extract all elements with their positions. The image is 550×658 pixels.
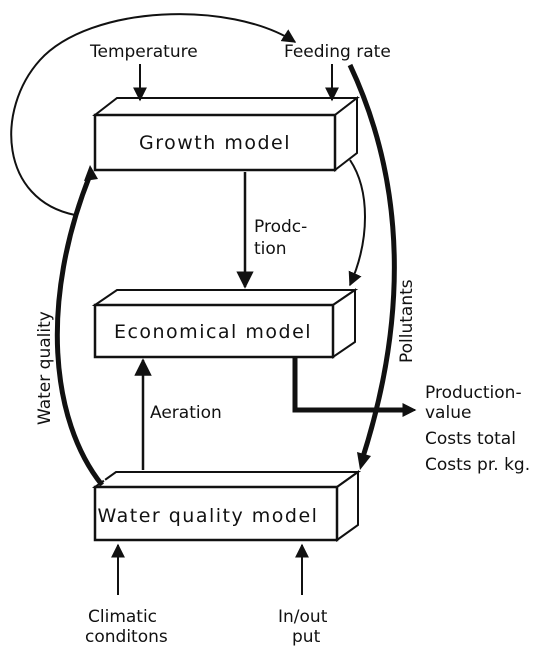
climatic-label-line2: conditons — [85, 627, 168, 647]
growth-model-box: Growth model — [92, 95, 360, 173]
inout-label-line2: put — [292, 627, 321, 647]
output-production-value-line1: Production- — [425, 383, 522, 403]
pollutants-flow — [347, 63, 397, 461]
economical-model-box: Economical model — [91, 288, 359, 359]
economical-model-label: Economical model — [114, 321, 312, 343]
output-costs-per-kg: Costs pr. kg. — [425, 455, 530, 475]
aeration-label: Aeration — [150, 403, 222, 423]
water-quality-flow-label: Water quality — [35, 311, 55, 425]
production-label-line1: Prodc- — [254, 217, 307, 237]
output-production-value-line2: value — [425, 403, 471, 423]
growth-model-label: Growth model — [139, 132, 291, 154]
feeding-rate-label: Feeding rate — [284, 42, 391, 62]
temperature-label: Temperature — [89, 42, 198, 62]
output-costs-total: Costs total — [425, 429, 516, 449]
water-quality-model-box: Water quality model — [91, 470, 362, 542]
pollutants-label: Pollutants — [397, 279, 417, 363]
inout-label-line1: In/out — [278, 607, 328, 627]
climatic-label-line1: Climatic — [88, 607, 157, 627]
water-quality-flow — [54, 174, 104, 487]
production-label-line2: tion — [254, 239, 287, 259]
growth-to-economical-arrow — [348, 159, 366, 287]
feedback-arc-arrow — [10, 13, 297, 216]
economical-output-path — [292, 358, 405, 413]
water-quality-model-label: Water quality model — [98, 505, 319, 527]
